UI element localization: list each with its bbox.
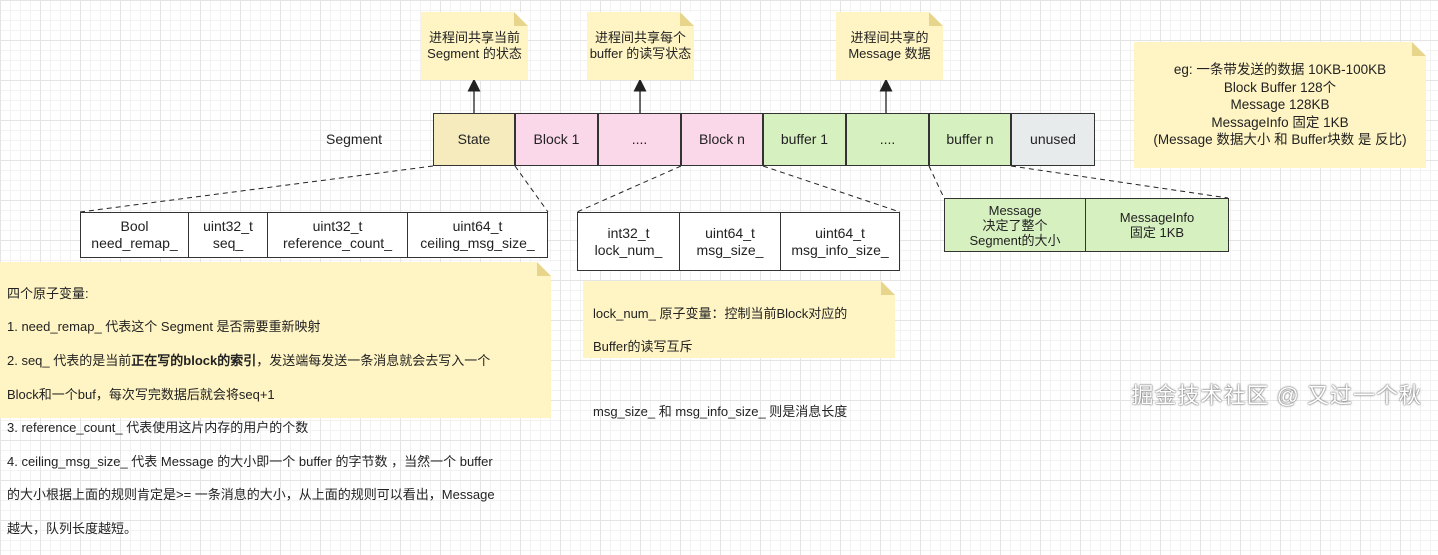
state-note-emphasis: 正在写的block的索引 <box>131 352 257 368</box>
field-msg-info-size: uint64_t msg_info_size_ <box>780 212 900 271</box>
state-note-line-6: 4. ceiling_msg_size_ 代表 Message 的大小即一个 b… <box>7 453 493 469</box>
state-note-line-7: 的大小根据上面的规则肯定是>= 一条消息的大小，从上面的规则可以看出，Messa… <box>7 487 495 503</box>
state-note-line-3: 2. seq_ 代表的是当前正在写的block的索引，发送端每发送一条消息就会去… <box>7 352 491 368</box>
block-note-line-3: msg_size_ 和 msg_info_size_ 则是消息长度 <box>593 404 848 419</box>
state-explanation-note: 四个原子变量: 1. need_remap_ 代表这个 Segment 是否需要… <box>0 262 551 536</box>
field-lock-num: int32_t lock_num_ <box>577 212 680 271</box>
segment-cell-buffer-n: buffer n <box>929 113 1011 166</box>
block-explanation-note: lock_num_ 原子变量：控制当前Block对应的 Buffer的读写互斥 … <box>583 281 895 419</box>
buffer-share-note: 进程间共享的Message 数据 <box>836 12 943 80</box>
state-note-line-8: 越大，队列长度越短。 <box>7 520 138 536</box>
block-dash-left <box>576 165 682 213</box>
state-note-line-5: 3. reference_count_ 代表使用这片内存的用户的个数 <box>7 420 309 436</box>
field-message-info: MessageInfo 固定 1KB <box>1085 198 1229 252</box>
block-note-spacer <box>593 372 885 388</box>
field-seq: uint32_t seq_ <box>188 212 268 258</box>
example-note: eg: 一条带发送的数据 10KB-100KB Block Buffer 128… <box>1134 42 1426 168</box>
buffer-dash-right <box>1010 165 1229 199</box>
field-need-remap: Bool need_remap_ <box>80 212 189 258</box>
state-note-line-1: 四个原子变量: <box>7 285 89 301</box>
field-message: Message 决定了整个 Segment的大小 <box>944 198 1086 252</box>
state-note-line-4: Block和一个buf，每次写完数据后就会将seq+1 <box>7 386 275 402</box>
watermark: 掘金技术社区 @ 又过一个秋 <box>1131 383 1422 408</box>
block-note-line-1: lock_num_ 原子变量：控制当前Block对应的 <box>593 305 848 321</box>
field-reference-count: uint32_t reference_count_ <box>267 212 408 258</box>
segment-cell-buffer-ellipsis: .... <box>846 113 929 166</box>
block-share-note: 进程间共享每个buffer 的读写状态 <box>587 12 694 80</box>
segment-cell-unused: unused <box>1011 113 1095 166</box>
state-share-note: 进程间共享当前 Segment 的状态 <box>421 12 528 80</box>
connector-lines <box>79 78 1229 213</box>
segment-cell-block-n: Block n <box>681 113 763 166</box>
block-dash-right <box>762 165 901 213</box>
state-note-line-2: 1. need_remap_ 代表这个 Segment 是否需要重新映射 <box>7 319 321 335</box>
segment-cell-block-1: Block 1 <box>515 113 598 166</box>
segment-cell-block-ellipsis: .... <box>598 113 681 166</box>
segment-label: Segment <box>326 131 383 147</box>
block-note-line-2: Buffer的读写互斥 <box>593 338 693 354</box>
segment-cell-buffer-1: buffer 1 <box>763 113 846 166</box>
segment-cell-state: State <box>433 113 515 166</box>
field-ceiling-msg-size: uint64_t ceiling_msg_size_ <box>407 212 548 258</box>
field-msg-size: uint64_t msg_size_ <box>679 212 781 271</box>
state-dash-right <box>514 165 549 213</box>
state-dash-left <box>79 165 434 213</box>
buffer-dash-left <box>928 165 945 199</box>
